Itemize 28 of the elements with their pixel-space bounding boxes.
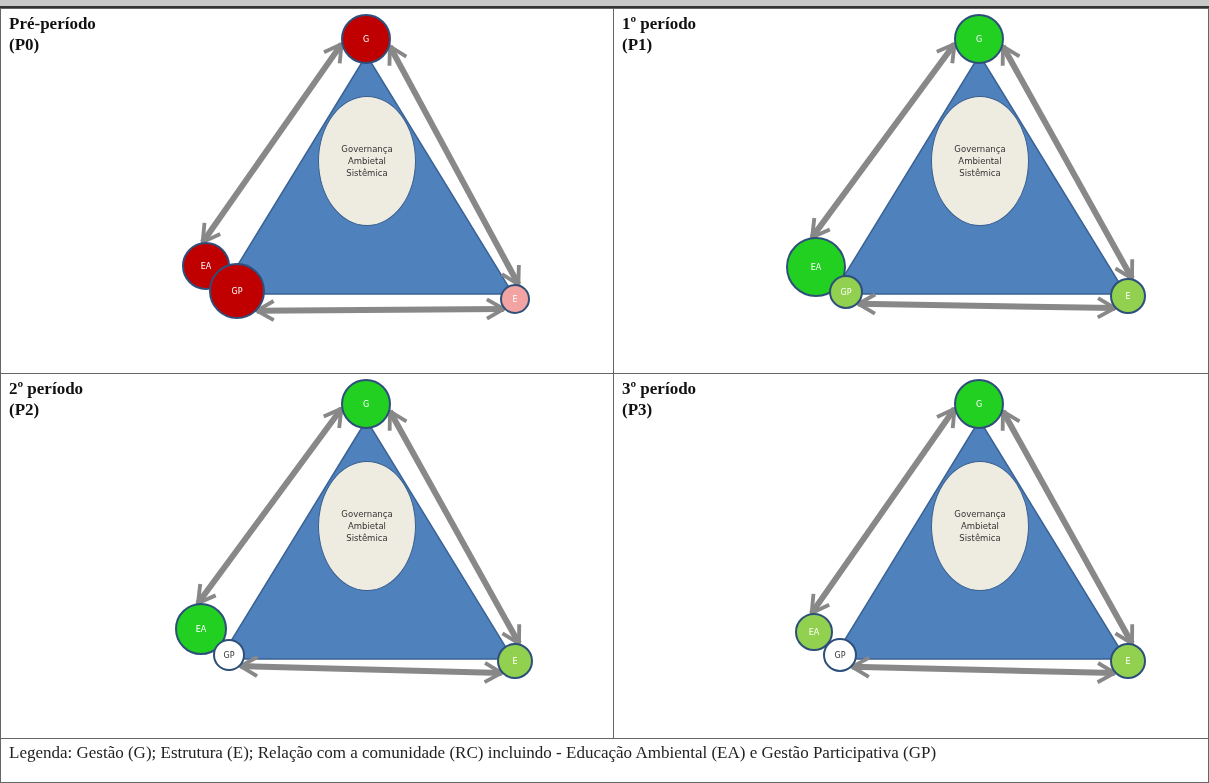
circle-node: G bbox=[954, 379, 1004, 429]
circle-node: E bbox=[1110, 643, 1146, 679]
circle-node: EA bbox=[795, 613, 833, 651]
double-arrow bbox=[809, 42, 957, 240]
circle-node: E bbox=[1110, 278, 1146, 314]
panel bbox=[0, 8, 614, 374]
circle-node: G bbox=[341, 14, 391, 64]
double-arrow bbox=[195, 406, 344, 606]
panel-heading: Pré-período (P0) bbox=[9, 13, 97, 55]
circle-node: E bbox=[500, 284, 530, 314]
panel-heading: 1º período (P1) bbox=[622, 13, 698, 55]
double-arrow bbox=[387, 409, 522, 646]
circle-node: G bbox=[954, 14, 1004, 64]
double-arrow bbox=[1000, 44, 1135, 281]
double-arrow bbox=[850, 655, 1117, 685]
circle-node: E bbox=[497, 643, 533, 679]
double-arrow bbox=[387, 44, 522, 287]
double-arrow bbox=[200, 42, 344, 245]
panel bbox=[613, 8, 1209, 374]
panel-heading: 2º período (P2) bbox=[9, 378, 85, 420]
double-arrow bbox=[856, 292, 1117, 320]
double-arrow bbox=[238, 655, 504, 685]
circle-node: G bbox=[341, 379, 391, 429]
panel-heading: 3º período (P3) bbox=[622, 378, 698, 420]
double-arrow bbox=[1000, 409, 1135, 646]
legend-note: Legenda: Gestão (G); Estrutura (E); Relação com a comunidade (RC) incluindo - Educação Ambiental (EA) e Gestão Participativa (GP) bbox=[9, 742, 938, 763]
double-arrow bbox=[809, 406, 957, 615]
double-arrow bbox=[255, 297, 506, 323]
